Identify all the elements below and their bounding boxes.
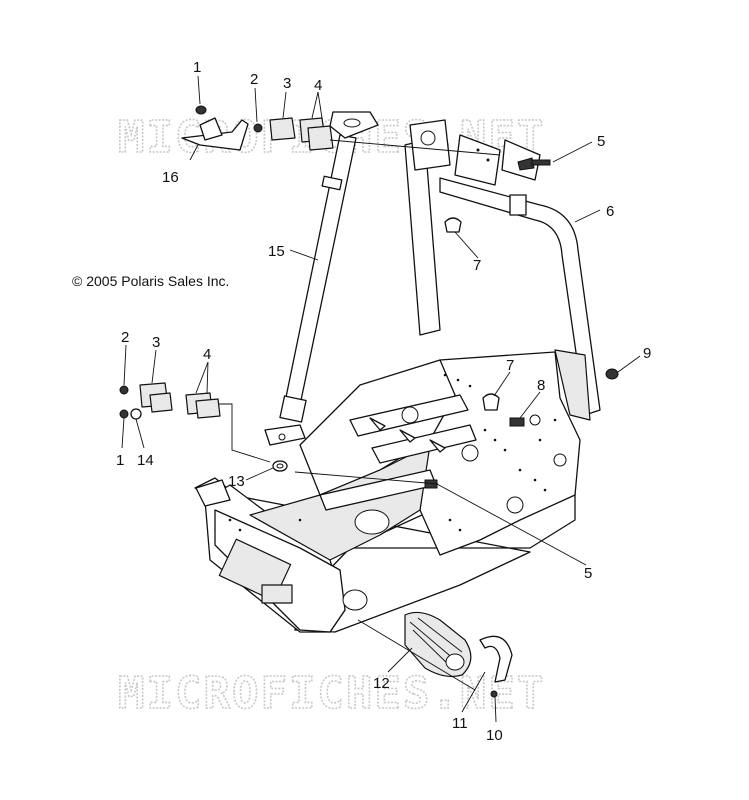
clamp-11	[479, 635, 513, 698]
callout-13: 13	[228, 473, 245, 490]
callout-12: 12	[373, 675, 390, 692]
callout-3-top: 3	[283, 75, 291, 92]
hardware-top	[195, 105, 334, 151]
callout-5-bottom: 5	[584, 565, 592, 582]
callouts: 1 2 3 4 5 6 7 16 15 2 3 4 1 14 7 8 9 13 …	[116, 59, 651, 744]
callout-5-top: 5	[597, 133, 605, 150]
callout-2-top: 2	[250, 71, 258, 88]
watermark-bottom: MICROFICHES.NET	[118, 668, 545, 719]
callout-14: 14	[137, 452, 154, 469]
steering-post	[264, 111, 379, 446]
copyright-text: © 2005 Polaris Sales Inc.	[72, 273, 229, 289]
callout-6: 6	[606, 203, 614, 220]
callout-4-left: 4	[203, 346, 211, 363]
hardware-right	[272, 157, 619, 489]
callout-1-top: 1	[193, 59, 201, 76]
boot-12	[404, 611, 472, 678]
callout-9: 9	[643, 345, 651, 362]
callout-7-mid: 7	[506, 357, 514, 374]
callout-2-left: 2	[121, 329, 129, 346]
callout-11: 11	[452, 715, 468, 732]
leader-lines	[121, 75, 641, 723]
callout-7-top: 7	[473, 257, 481, 274]
callout-4-top: 4	[314, 77, 322, 94]
callout-15: 15	[268, 243, 285, 260]
callout-3-left: 3	[152, 334, 160, 351]
steering-hoop	[404, 119, 601, 421]
bracket-16	[181, 117, 249, 151]
callout-10: 10	[486, 727, 503, 744]
callout-16: 16	[162, 169, 179, 186]
callout-8: 8	[537, 377, 545, 394]
chassis-frame	[194, 351, 581, 633]
callout-1-left: 1	[116, 452, 124, 469]
hardware-left	[119, 382, 221, 420]
